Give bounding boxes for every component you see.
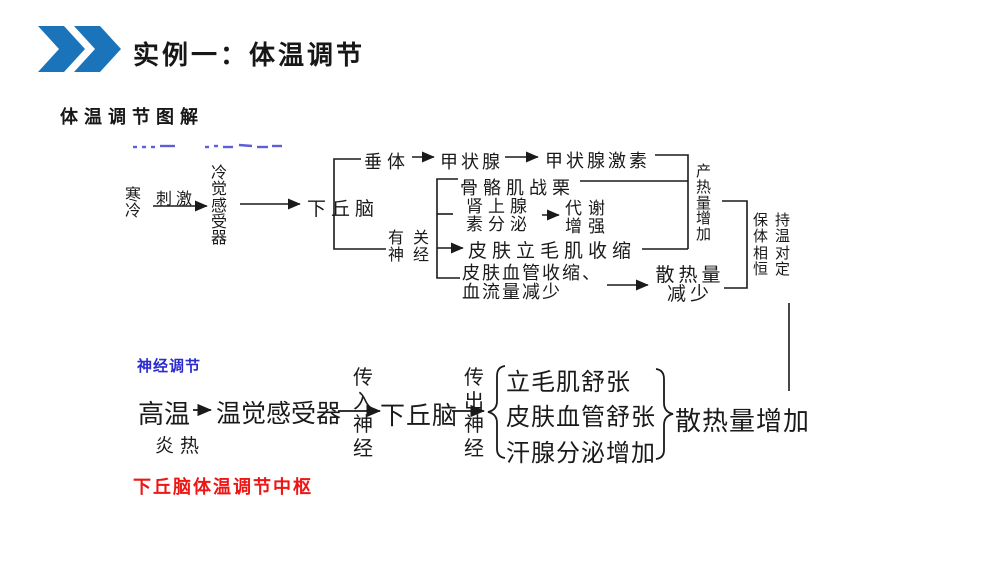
node-cold: 寒冷 [125, 185, 142, 221]
faded-blue-text-remnant [133, 143, 282, 149]
left-brace [487, 365, 506, 459]
node-heat-loss-increase: 散热量增加 [675, 407, 811, 437]
diagram1-connectors [153, 151, 790, 391]
node-erector-muscle: 皮肤立毛肌收缩 [468, 240, 637, 262]
node-shivering: 骨骼肌战栗 [460, 178, 575, 199]
node-warm-receptor: 温觉感受器 [216, 399, 342, 428]
node-thyroid-hormone: 甲状腺激素 [545, 151, 650, 172]
section-subtitle: 体温调节图解 [60, 107, 204, 127]
label-efferent-nerve: 传 出 神 经 [464, 365, 484, 460]
double-chevron-icon [38, 26, 121, 72]
node-adrenaline: 肾上腺 素分泌 [466, 197, 532, 235]
node-homeostasis: 保持 体温 相对 恒定 [753, 211, 798, 278]
right-brace [655, 368, 674, 460]
node-metabolism: 代谢 增强 [565, 199, 611, 237]
node-heat-loss-decrease: 散热量 减少 [655, 264, 725, 305]
label-stimulus: 刺激 [156, 189, 197, 208]
node-pituitary: 垂体 [364, 152, 410, 173]
label-afferent-nerve: 传 入 神 经 [353, 365, 373, 460]
page-title: 实例一：体温调节 [133, 40, 366, 70]
node-vasoconstriction: 皮肤血管收缩、 血流量减少 [462, 263, 602, 303]
node-hypothalamus-2: 下丘脑 [380, 401, 459, 430]
node-cold-receptor: 冷觉感受器 [211, 163, 228, 248]
response-vasodilation: 皮肤血管舒张 [506, 403, 656, 431]
node-hypothalamus: 下丘脑 [307, 198, 380, 220]
node-heat-production: 产热量增加 [696, 162, 712, 243]
response-sweat-increase: 汗腺分泌增加 [506, 439, 656, 467]
label-neural-regulation: 神经调节 [137, 358, 202, 375]
node-thyroid: 甲状腺 [440, 152, 503, 173]
label-regulation-center: 下丘脑体温调节中枢 [133, 477, 313, 497]
response-erector-relax: 立毛肌舒张 [506, 368, 631, 396]
label-related-nerve: 有关 神经 [388, 228, 439, 264]
node-high-temp: 高温 [138, 400, 191, 430]
diagram2-connectors [193, 365, 674, 460]
label-hot: 炎热 [155, 436, 206, 457]
